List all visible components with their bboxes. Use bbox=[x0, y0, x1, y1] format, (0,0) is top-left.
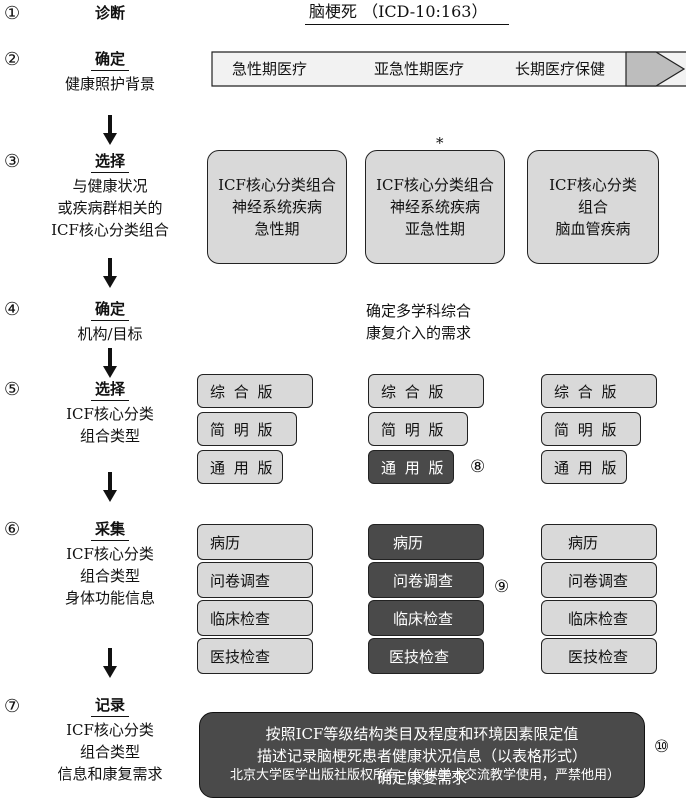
step-4-label: 确定 机构/目标 bbox=[77, 300, 143, 343]
step-number-4: ④ bbox=[4, 299, 21, 320]
step-number-1: ① bbox=[4, 3, 21, 24]
set-type-brief: 简 明 版 bbox=[368, 412, 468, 446]
step-1-label: 诊断 bbox=[94, 4, 125, 22]
set-type-comprehensive: 综 合 版 bbox=[541, 374, 657, 408]
down-arrow-icon bbox=[103, 648, 117, 678]
core-set-cerebrovascular: ICF核心分类组合脑血管疾病 bbox=[527, 150, 659, 264]
down-arrow-icon bbox=[103, 258, 117, 288]
collect-clinical-exam: 临床检查 bbox=[541, 600, 657, 636]
step-number-7: ⑦ bbox=[4, 696, 21, 717]
step-number-2: ② bbox=[4, 49, 21, 70]
rehab-needs-text: 确定多学科综合康复介入的需求 bbox=[366, 302, 472, 342]
collect-clinical-exam: 临床检查 bbox=[368, 600, 484, 636]
marker-9: ⑨ bbox=[494, 577, 510, 597]
step-2-label: 确定 健康照护背景 bbox=[64, 50, 155, 93]
care-phase-banner bbox=[211, 51, 686, 87]
collect-medical-record: 病历 bbox=[197, 524, 313, 560]
step-3-label: 选择 与健康状况 或疾病群相关的 ICF核心分类组合 bbox=[51, 152, 169, 239]
down-arrow-icon bbox=[103, 472, 117, 502]
set-type-generic: 通 用 版 bbox=[197, 450, 283, 484]
phase-acute: 急性期医疗 bbox=[232, 60, 308, 78]
marker-8: ⑧ bbox=[470, 457, 486, 477]
collect-technical-exam: 医技检查 bbox=[368, 638, 484, 674]
asterisk-mark: * bbox=[436, 134, 444, 152]
collect-questionnaire: 问卷调查 bbox=[197, 562, 313, 598]
copyright-watermark: 北京大学医学出版社版权所有（仅供学术交流教学使用，严禁他用） bbox=[230, 768, 621, 783]
step-number-3: ③ bbox=[4, 151, 21, 172]
set-type-brief: 简 明 版 bbox=[197, 412, 297, 446]
step-6-label: 采集 ICF核心分类 组合类型 身体功能信息 bbox=[64, 520, 155, 607]
collect-questionnaire: 问卷调查 bbox=[541, 562, 657, 598]
collect-clinical-exam: 临床检查 bbox=[197, 600, 313, 636]
set-type-generic-selected: 通 用 版 bbox=[368, 450, 454, 484]
step-5-label: 选择 ICF核心分类 组合类型 bbox=[66, 380, 154, 445]
phase-subacute: 亚急性期医疗 bbox=[374, 60, 465, 78]
collect-technical-exam: 医技检查 bbox=[541, 638, 657, 674]
record-summary-box: 按照ICF等级结构类目及程度和环境因素限定值 描述记录脑梗死患者健康状况信息（以… bbox=[199, 712, 645, 798]
step-number-5: ⑤ bbox=[4, 379, 21, 400]
core-set-acute: ICF核心分类组合神经系统疾病急性期 bbox=[207, 150, 347, 264]
step-number-6: ⑥ bbox=[4, 519, 21, 540]
collect-medical-record: 病历 bbox=[368, 524, 484, 560]
collect-technical-exam: 医技检查 bbox=[197, 638, 313, 674]
collect-questionnaire: 问卷调查 bbox=[368, 562, 484, 598]
phase-longterm: 长期医疗保健 bbox=[515, 60, 606, 78]
marker-10: ⑩ bbox=[654, 737, 670, 757]
set-type-comprehensive: 综 合 版 bbox=[368, 374, 484, 408]
collect-medical-record: 病历 bbox=[541, 524, 657, 560]
step-7-label: 记录 ICF核心分类 组合类型 信息和康复需求 bbox=[57, 696, 163, 783]
down-arrow-icon bbox=[103, 348, 117, 378]
diagnosis-title: 脑梗死 （ICD-10:163） bbox=[305, 2, 509, 25]
set-type-brief: 简 明 版 bbox=[541, 412, 641, 446]
core-set-subacute: ICF核心分类组合神经系统疾病亚急性期 bbox=[365, 150, 505, 264]
set-type-generic: 通 用 版 bbox=[541, 450, 627, 484]
down-arrow-icon bbox=[103, 115, 117, 145]
set-type-comprehensive: 综 合 版 bbox=[197, 374, 313, 408]
